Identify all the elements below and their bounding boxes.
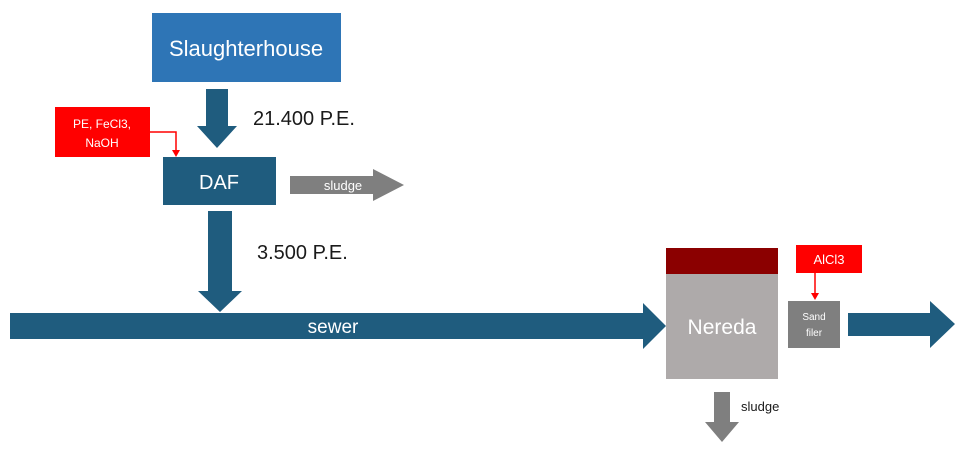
alcl3-label: AlCl3 — [813, 252, 844, 267]
slaughterhouse-label: Slaughterhouse — [169, 36, 323, 61]
effluent-arrow — [848, 301, 955, 348]
daf-label: DAF — [199, 172, 239, 194]
alcl3-arrowhead — [811, 293, 819, 300]
daf-chemical-box — [55, 107, 150, 157]
nereda-label: Nereda — [688, 316, 757, 339]
nereda-node: Nereda — [666, 248, 778, 379]
arrow-daf-to-sewer — [198, 211, 242, 312]
daf-sludge-output: sludge — [290, 169, 404, 201]
sand-filter-box — [788, 301, 840, 348]
arrow-slaughterhouse-to-daf — [197, 89, 237, 148]
daf-chemical-dosing: PE, FeCl3, NaOH — [55, 107, 180, 157]
nereda-sludge-output: sludge — [705, 392, 779, 442]
flow-label-3500: 3.500 P.E. — [257, 242, 348, 264]
daf-chemical-connector — [150, 131, 177, 152]
daf-node: DAF — [163, 157, 276, 205]
daf-chemical-line-1: PE, FeCl3, — [73, 117, 131, 131]
nereda-top-band — [666, 248, 778, 274]
daf-box — [163, 157, 276, 205]
sewer-label: sewer — [308, 317, 359, 338]
daf-sludge-label: sludge — [324, 178, 362, 193]
alcl3-box — [796, 245, 862, 273]
sand-filter-line-2: filer — [806, 328, 823, 339]
filter-chemical-dosing: AlCl3 — [796, 245, 862, 300]
daf-sludge-arrow — [290, 169, 404, 201]
sewer-flow: sewer — [10, 303, 666, 349]
daf-chemical-arrowhead — [172, 150, 180, 157]
nereda-sludge-label: sludge — [741, 399, 779, 414]
sewer-arrow — [10, 303, 666, 349]
flow-label-21400: 21.400 P.E. — [253, 108, 355, 130]
nereda-sludge-arrow — [705, 392, 739, 442]
sand-filter-node: Sand filer — [788, 301, 840, 348]
sand-filter-line-1: Sand — [802, 312, 825, 323]
slaughterhouse-node: Slaughterhouse — [152, 13, 341, 82]
nereda-box — [666, 274, 778, 379]
daf-chemical-line-2: NaOH — [85, 136, 118, 150]
slaughterhouse-box — [152, 13, 341, 82]
